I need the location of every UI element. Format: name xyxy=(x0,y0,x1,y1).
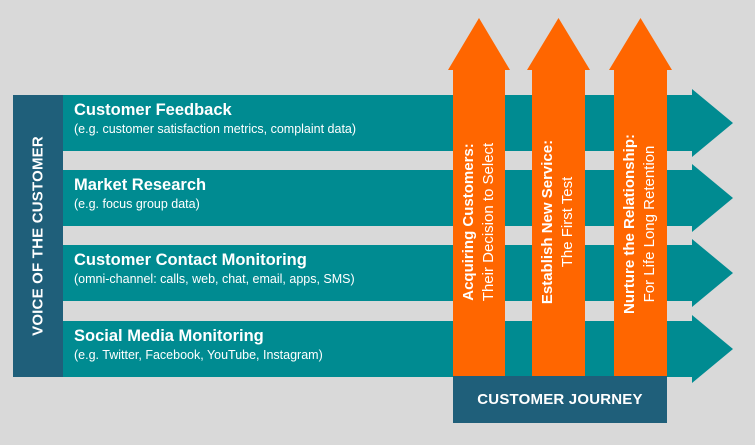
orange-arrow-2 xyxy=(527,18,590,376)
orange-arrow-1 xyxy=(448,18,510,376)
bar-subtitle: (e.g. Twitter, Facebook, YouTube, Instag… xyxy=(74,348,323,362)
bar-title: Customer Contact Monitoring xyxy=(74,251,307,269)
bar-customer-feedback: Customer Feedback (e.g. customer satisfa… xyxy=(74,100,356,137)
bar-market-research: Market Research (e.g. focus group data) xyxy=(74,175,206,212)
stage-establish-new-service: Establish New Service: The First Test xyxy=(538,140,578,304)
bar-subtitle: (e.g. customer satisfaction metrics, com… xyxy=(74,122,357,136)
stage-title: Nurture the Relationship: xyxy=(621,133,638,315)
bar-subtitle: (omni-channel: calls, web, chat, email, … xyxy=(74,272,355,286)
stage-subtitle: For Life Long Retention xyxy=(641,145,658,303)
stage-title: Acquiring Customers: xyxy=(460,143,477,301)
stage-subtitle: Their Decision to Select xyxy=(480,142,497,302)
stage-acquiring-customers: Acquiring Customers: Their Decision to S… xyxy=(459,143,499,301)
bar-customer-contact-monitoring: Customer Contact Monitoring (omni-channe… xyxy=(74,250,355,287)
voice-of-customer-box: VOICE OF THE CUSTOMER xyxy=(13,95,63,377)
bar-subtitle: (e.g. focus group data) xyxy=(74,197,200,211)
orange-arrow-3 xyxy=(609,18,672,376)
bar-title: Market Research xyxy=(74,176,207,194)
bar-title: Social Media Monitoring xyxy=(74,327,264,345)
customer-journey-label: CUSTOMER JOURNEY xyxy=(477,391,643,408)
stage-nurture-relationship: Nurture the Relationship: For Life Long … xyxy=(620,134,660,314)
stage-subtitle: The First Test xyxy=(559,176,576,268)
bar-social-media-monitoring: Social Media Monitoring (e.g. Twitter, F… xyxy=(74,326,323,363)
bar-title: Customer Feedback xyxy=(74,101,232,119)
stage-title: Establish New Service: xyxy=(539,139,556,305)
customer-journey-box: CUSTOMER JOURNEY xyxy=(453,376,667,423)
voice-of-customer-label: VOICE OF THE CUSTOMER xyxy=(29,136,47,336)
